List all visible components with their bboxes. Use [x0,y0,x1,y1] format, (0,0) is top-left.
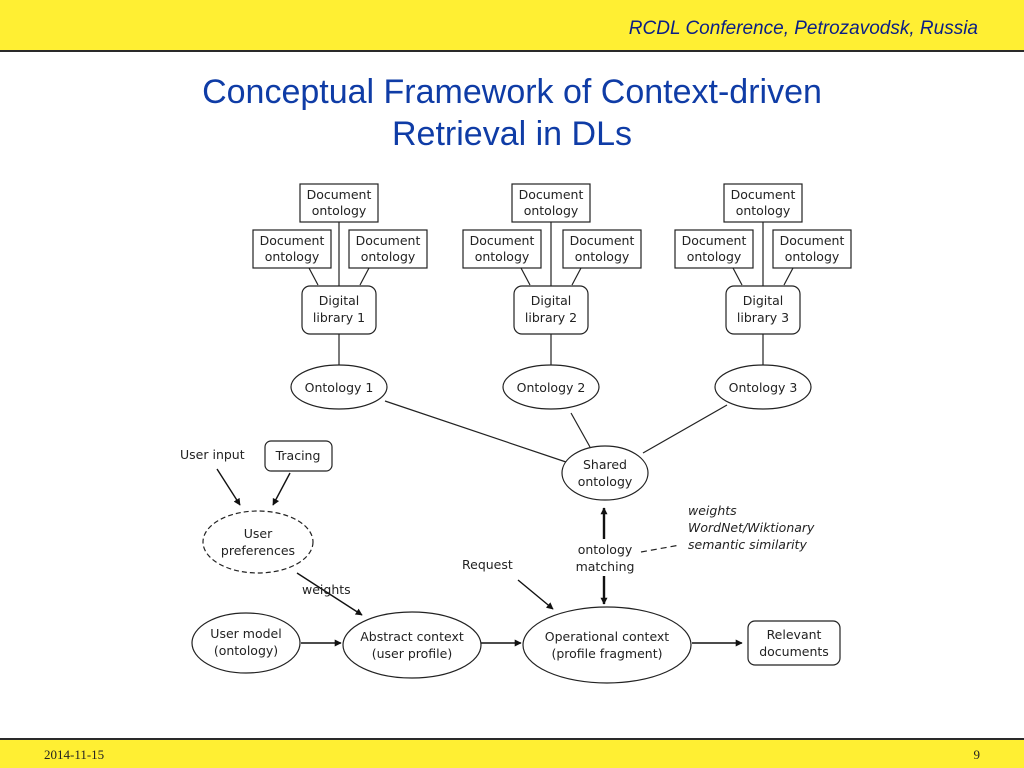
svg-text:ontology: ontology [575,249,630,264]
svg-text:Ontology 3: Ontology 3 [729,380,798,395]
request-label: Request [462,557,513,572]
svg-text:Shared: Shared [583,457,627,472]
shared-ontology-node: Shared ontology [561,445,649,501]
svg-text:User: User [244,526,273,541]
svg-text:Abstract context: Abstract context [360,629,464,644]
svg-text:ontology: ontology [524,203,579,218]
digital-library-3-node: Digital library 3 [725,285,801,335]
slide-title: Conceptual Framework of Context-driven R… [0,71,1024,155]
svg-text:Digital: Digital [319,293,360,308]
slide-title-line-2: Retrieval in DLs [392,115,632,153]
svg-text:library 1: library 1 [313,310,365,325]
svg-text:Digital: Digital [531,293,572,308]
svg-text:WordNet/Wiktionary: WordNet/Wiktionary [688,520,815,535]
operational-context-node: Operational context (profile fragment) [522,606,692,684]
svg-text:User model: User model [210,626,281,641]
header-bar: RCDL Conference, Petrozavodsk, Russia [0,0,1024,52]
svg-text:semantic similarity: semantic similarity [688,537,807,552]
svg-text:Document: Document [731,187,796,202]
svg-text:Document: Document [307,187,372,202]
svg-text:Tracing: Tracing [275,448,321,463]
document-ontology-box-2-right: Document ontology [562,229,642,269]
svg-text:library 2: library 2 [525,310,577,325]
digital-library-1-node: Digital library 1 [301,285,377,335]
svg-text:(user profile): (user profile) [372,646,452,661]
svg-text:ontology: ontology [578,474,633,489]
footer-date: 2014-11-15 [44,747,105,762]
svg-text:ontology: ontology [687,249,742,264]
connectors [308,222,794,553]
svg-text:Document: Document [682,233,747,248]
document-ontology-box-1-right: Document ontology [348,229,428,269]
svg-text:ontology: ontology [785,249,840,264]
ontology-matching-label-line-1: ontology [578,542,633,557]
svg-text:Document: Document [356,233,421,248]
footer-bar: 2014-11-15 9 [0,738,1024,768]
svg-text:(profile fragment): (profile fragment) [551,646,662,661]
svg-text:Document: Document [519,187,584,202]
ontology-3-node: Ontology 3 [714,364,812,410]
document-ontology-box-2-left: Document ontology [462,229,542,269]
svg-text:ontology: ontology [736,203,791,218]
conference-name: RCDL Conference, Petrozavodsk, Russia [628,18,978,39]
svg-text:Relevant: Relevant [767,627,822,642]
document-ontology-box-3-right: Document ontology [772,229,852,269]
tracing-node: Tracing [264,440,333,472]
svg-text:Digital: Digital [743,293,784,308]
ontology-matching-label-line-2: matching [576,559,635,574]
weights-label: weights [302,582,351,597]
relevant-documents-node: Relevant documents [747,620,841,666]
ontology-1-node: Ontology 1 [290,364,388,410]
svg-text:preferences: preferences [221,543,295,558]
slide-title-line-1: Conceptual Framework of Context-driven [202,73,822,111]
document-ontology-box-3-left: Document ontology [674,229,754,269]
svg-text:Document: Document [260,233,325,248]
svg-text:documents: documents [759,644,829,659]
user-model-node: User model (ontology) [191,612,301,674]
svg-text:Operational context: Operational context [545,629,670,644]
svg-text:library 3: library 3 [737,310,789,325]
svg-text:Ontology 1: Ontology 1 [305,380,374,395]
user-preferences-node: User preferences [202,510,314,574]
svg-text:ontology: ontology [265,249,320,264]
document-ontology-box-2-top: Document ontology [511,183,591,223]
abstract-context-node: Abstract context (user profile) [342,611,482,679]
document-ontology-box-1-top: Document ontology [299,183,379,223]
svg-text:Ontology 2: Ontology 2 [517,380,586,395]
document-ontology-box-1-left: Document ontology [252,229,332,269]
digital-library-2-node: Digital library 2 [513,285,589,335]
user-input-label: User input [180,447,245,462]
svg-text:ontology: ontology [361,249,416,264]
svg-text:weights: weights [688,503,737,518]
svg-text:(ontology): (ontology) [214,643,278,658]
svg-text:Document: Document [780,233,845,248]
page-number: 9 [973,747,981,762]
ontology-2-node: Ontology 2 [502,364,600,410]
svg-text:ontology: ontology [475,249,530,264]
svg-text:Document: Document [570,233,635,248]
matching-notes: weights WordNet/Wiktionary semantic simi… [688,503,815,552]
svg-text:ontology: ontology [312,203,367,218]
document-ontology-box-3-top: Document ontology [723,183,803,223]
arrows [216,468,743,647]
svg-text:Document: Document [470,233,535,248]
